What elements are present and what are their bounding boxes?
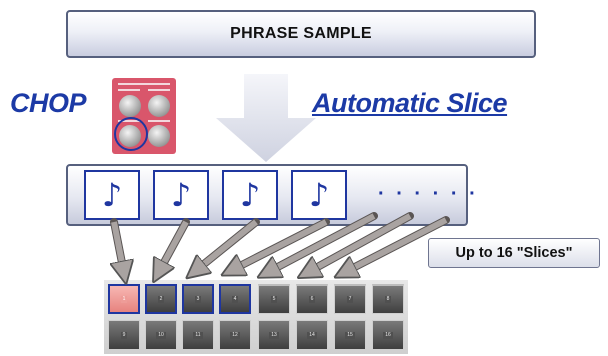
music-note-icon: ♪ [101,176,123,214]
automatic-slice-caption: Automatic Slice [312,88,508,118]
pad-8[interactable]: 8 [372,284,404,314]
knob-icon [119,95,141,117]
slice-note-4: ♪ [291,170,347,220]
pad-15[interactable]: 15 [334,320,366,350]
pad-number: 9 [120,331,128,339]
pad-12[interactable]: 12 [219,320,251,350]
pad-number: 8 [384,296,392,303]
slice-note-2: ♪ [153,170,209,220]
music-note-icon: ♪ [170,176,192,214]
chop-caption: CHOP [10,88,87,118]
more-slices-ellipsis: · · · · · · [378,183,479,205]
pad-number: 6 [308,296,316,303]
pad-9[interactable]: 9 [108,320,140,350]
pad-number: 4 [231,295,239,303]
pad-16[interactable]: 16 [372,320,404,350]
knob-icon [148,95,170,117]
knob-icon [148,125,170,147]
music-note-icon: ♪ [239,176,261,214]
slice-note-1: ♪ [84,170,140,220]
chop-highlight-ring [114,117,148,151]
pad-4[interactable]: 4 [219,284,251,314]
phrase-sample-banner: PHRASE SAMPLE [66,10,536,58]
pad-10[interactable]: 10 [145,320,177,350]
arrow-icon [114,213,448,270]
slice-note-3: ♪ [222,170,278,220]
pad-number: 14 [307,331,317,339]
pad-number: 7 [346,296,354,303]
pad-1[interactable]: 1 [108,284,140,314]
down-arrow-icon [216,74,316,162]
slices-callout-label: Up to 16 "Slices" [455,245,573,261]
phrase-sample-label: PHRASE SAMPLE [230,25,372,42]
pad-3[interactable]: 3 [182,284,214,314]
pad-number: 2 [157,295,165,303]
pad-14[interactable]: 14 [296,320,328,350]
pad-5[interactable]: 5 [258,284,290,314]
pad-number: 3 [194,295,202,303]
pad-number: 13 [269,331,279,339]
pad-6[interactable]: 6 [296,284,328,314]
pad-grid: 1 2 3 4 5 6 7 8 9 10 11 12 13 14 15 16 [104,280,408,354]
pad-number: 5 [270,296,278,303]
music-note-icon: ♪ [308,176,330,214]
pad-number: 12 [230,331,240,339]
pad-number: 15 [345,331,355,339]
pad-2[interactable]: 2 [145,284,177,314]
pad-number: 1 [120,295,128,303]
slices-callout: Up to 16 "Slices" [428,238,600,268]
pad-number: 11 [193,331,203,339]
pad-13[interactable]: 13 [258,320,290,350]
pad-number: 16 [383,331,393,339]
pad-7[interactable]: 7 [334,284,366,314]
pad-11[interactable]: 11 [182,320,214,350]
pad-number: 10 [156,331,166,339]
